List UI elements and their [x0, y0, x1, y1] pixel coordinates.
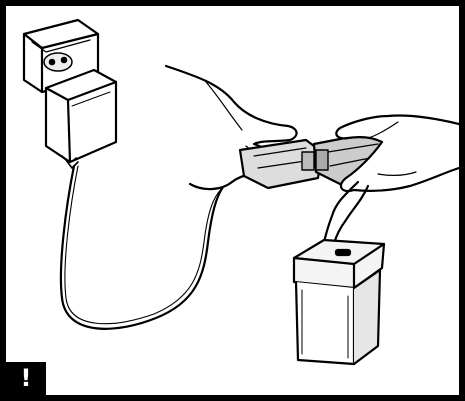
charging-illustration	[6, 6, 459, 395]
power-adapter-icon	[46, 70, 116, 168]
warning-exclamation-icon: !	[6, 362, 46, 395]
battery-pack-icon	[294, 240, 384, 364]
power-cable-icon	[61, 166, 238, 329]
connector-plug-left-icon	[240, 140, 322, 188]
